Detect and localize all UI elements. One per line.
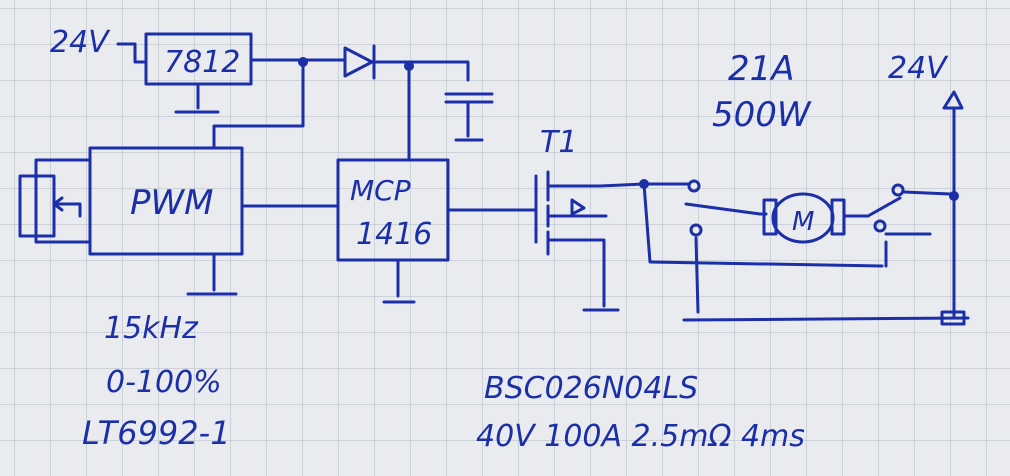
- pwm-spec-chip: LT6992-1: [82, 414, 231, 452]
- relay-switch: [866, 183, 952, 268]
- pwm-spec-duty: 0-100%: [106, 365, 222, 400]
- motor: [758, 192, 870, 244]
- load-branch: [639, 179, 970, 322]
- supply-right-label: 24V: [888, 51, 949, 86]
- supply-right-rail: [940, 90, 966, 326]
- pwm-block: [88, 146, 340, 296]
- transistor-label: T1: [540, 125, 577, 160]
- load-current-label: 21A: [728, 49, 795, 89]
- supply-left-label: 24V: [50, 25, 111, 60]
- regulator-label: 7812: [164, 45, 240, 80]
- mosfet-part-number: BSC026N04LS: [484, 371, 698, 406]
- pwm-label: PWM: [130, 183, 213, 223]
- regulator-output-wire: [212, 57, 347, 150]
- diode: [343, 44, 470, 162]
- potentiometer: [18, 158, 92, 244]
- mosfet-ratings: 40V 100A 2.5mΩ 4ms: [476, 419, 805, 454]
- motor-label: M: [792, 207, 814, 237]
- driver-label-1: MCP: [350, 174, 411, 207]
- driver-label-2: 1416: [356, 217, 432, 252]
- pwm-spec-frequency: 15kHz: [104, 311, 199, 346]
- mosfet-t1: [534, 170, 646, 312]
- driver-block: [336, 158, 538, 304]
- supply-input-wire: [116, 42, 148, 64]
- load-power-label: 500W: [712, 95, 812, 135]
- capacitor: [444, 92, 494, 142]
